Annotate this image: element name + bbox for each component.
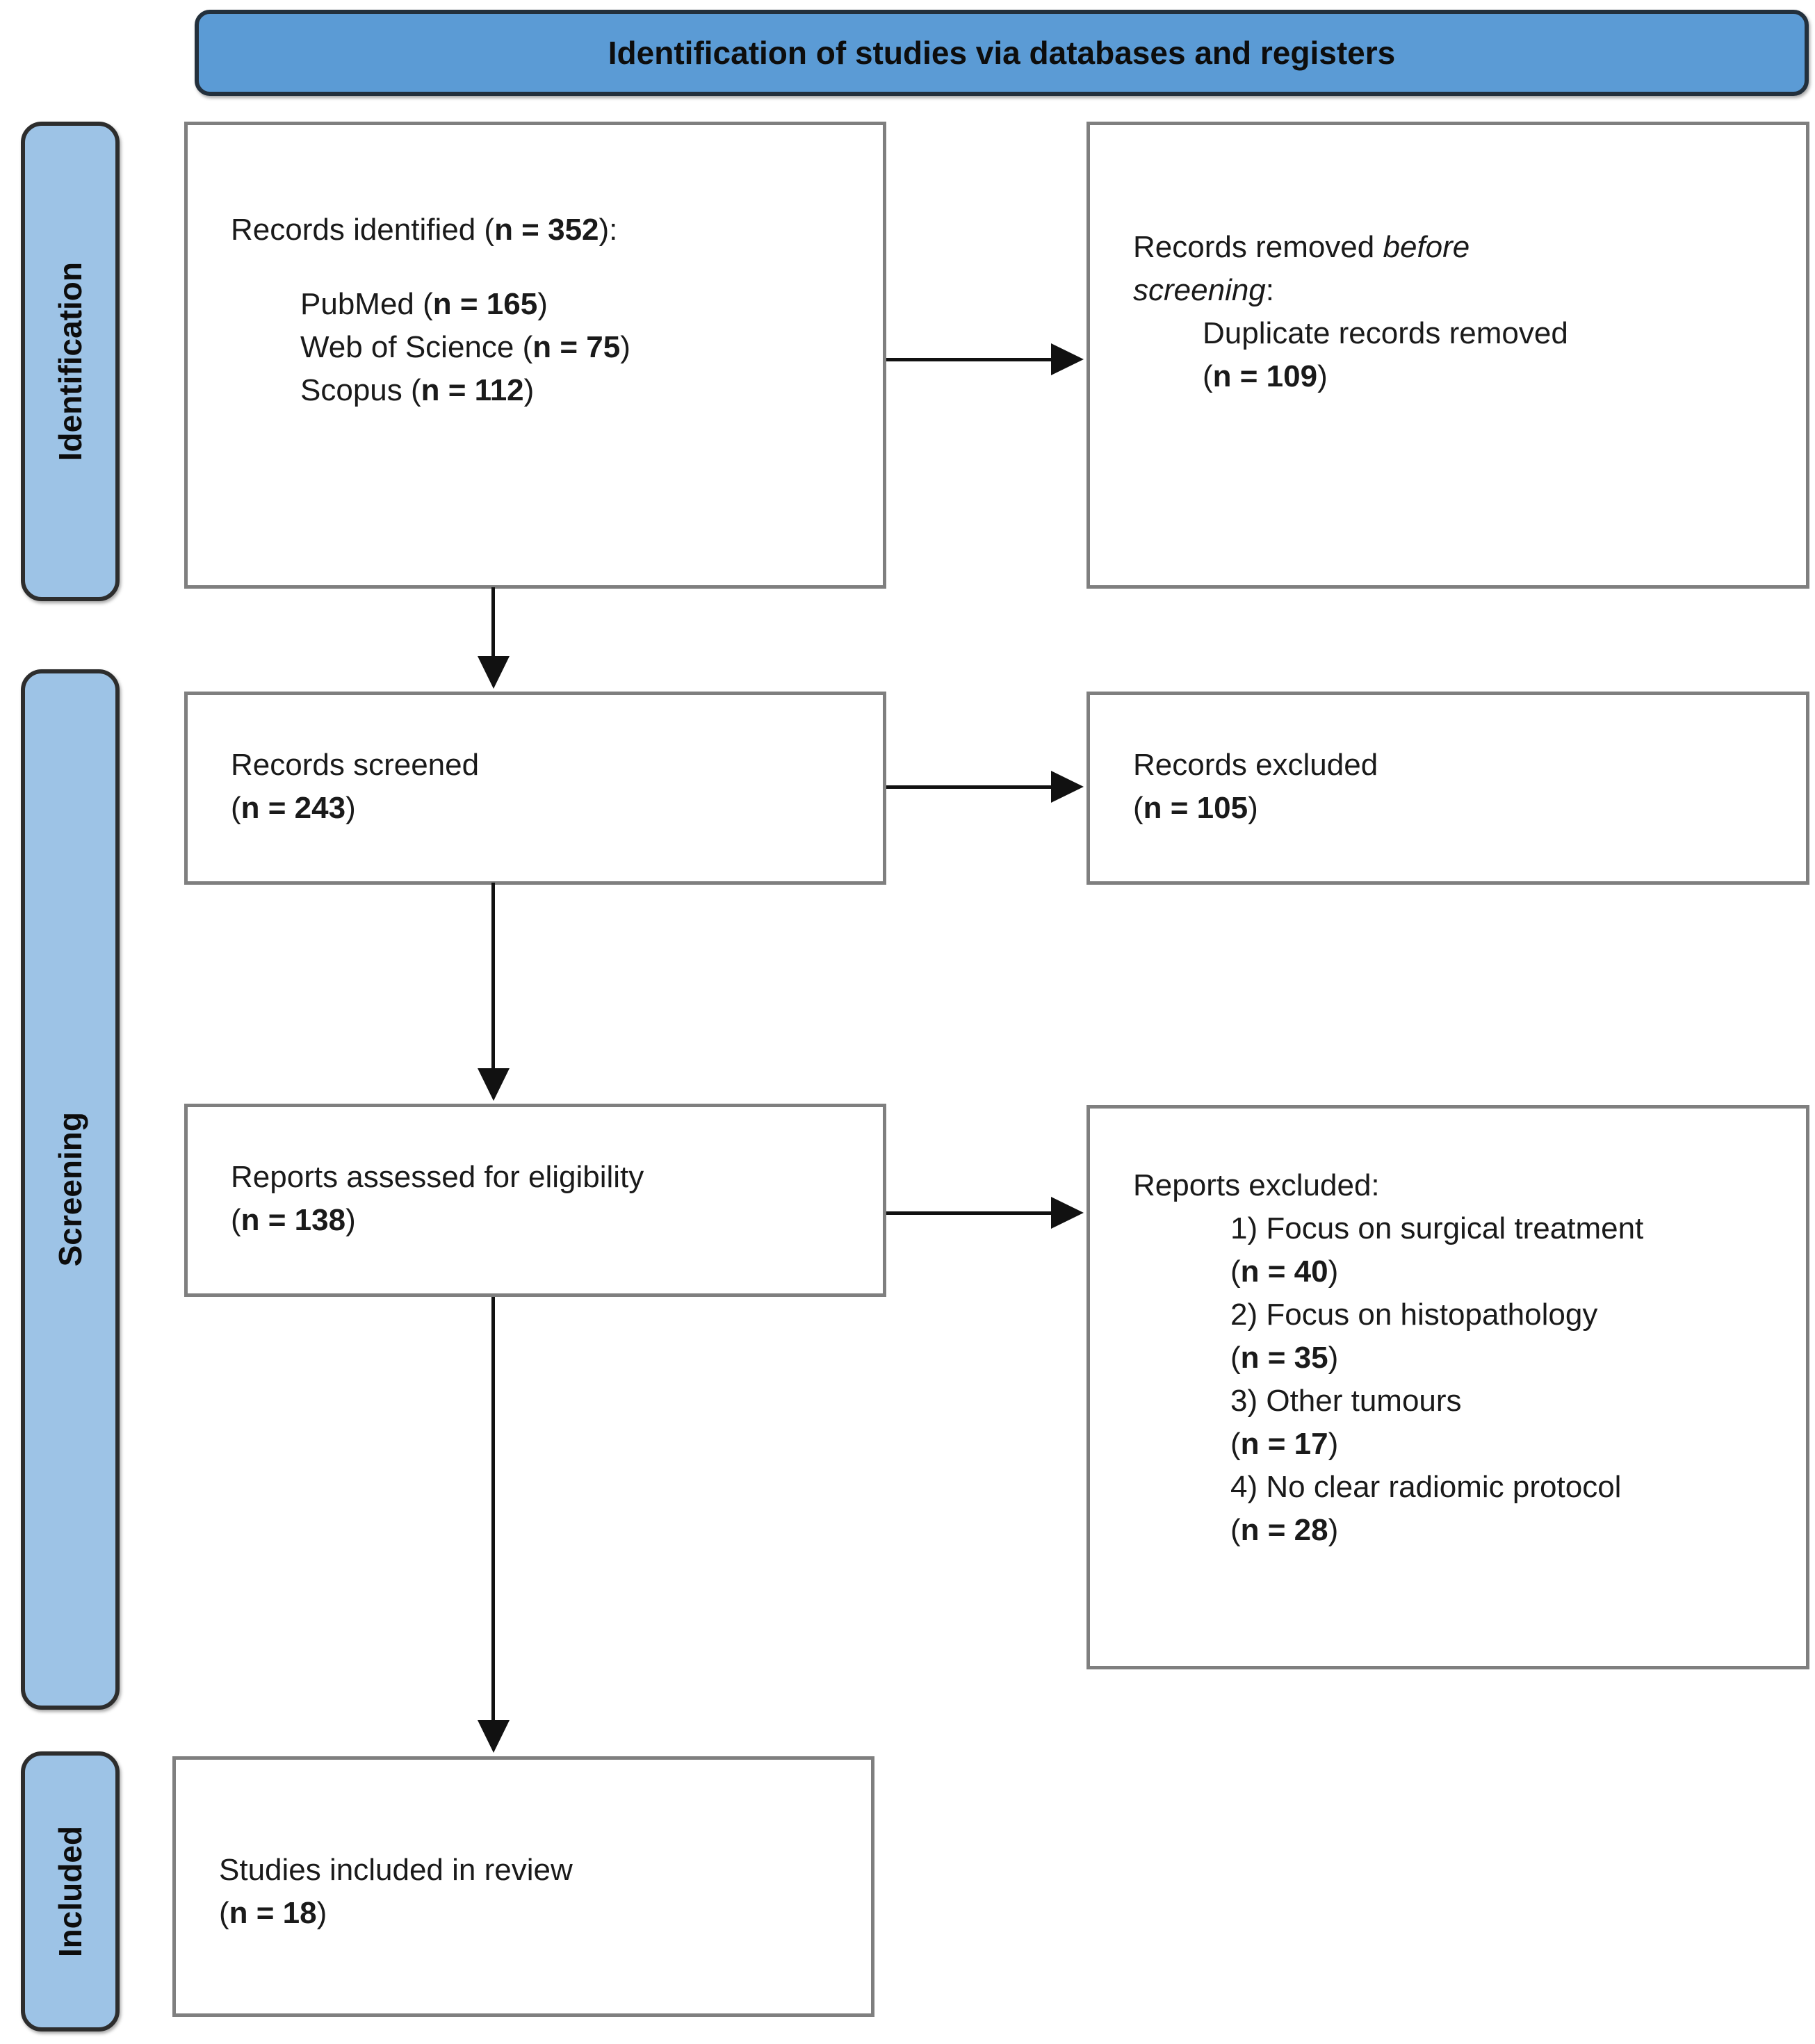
source-scopus: Scopus (n = 112) <box>300 373 535 407</box>
exclusion-reason-3: 3) Other tumours <box>1230 1384 1462 1418</box>
exclusion-reason-2-count: (n = 35) <box>1230 1341 1339 1375</box>
arrow-identified-to-removed-line <box>886 358 1053 361</box>
reports-assessed-title: Reports assessed for eligibility <box>231 1160 644 1194</box>
source-web-of-science: Web of Science (n = 75) <box>300 330 630 364</box>
arrow-assessed-to-included-head <box>478 1720 510 1753</box>
reports-excluded-title: Reports excluded: <box>1133 1168 1380 1202</box>
records-identified-box: Records identified (n = 352): PubMed (n … <box>184 122 886 589</box>
stage-label-included-text: Included <box>52 1825 88 1958</box>
exclusion-reason-1: 1) Focus on surgical treatment <box>1230 1211 1644 1245</box>
studies-included-count: (n = 18) <box>219 1896 327 1930</box>
reports-excluded-box: Reports excluded: 1) Focus on surgical t… <box>1086 1105 1809 1669</box>
records-excluded-box: Records excluded (n = 105) <box>1086 692 1809 885</box>
exclusion-reason-1-count: (n = 40) <box>1230 1254 1339 1289</box>
exclusion-reason-4-count: (n = 28) <box>1230 1513 1339 1547</box>
arrow-assessed-to-included-line <box>491 1297 495 1722</box>
arrow-screened-to-excluded-head <box>1051 771 1084 803</box>
stage-label-screening-text: Screening <box>52 1112 88 1267</box>
exclusion-reason-4: 4) No clear radiomic protocol <box>1230 1470 1622 1504</box>
stage-label-included: Included <box>21 1751 120 2031</box>
stage-label-identification: Identification <box>21 122 120 601</box>
duplicate-records-line: Duplicate records removed <box>1203 316 1568 350</box>
exclusion-reason-3-count: (n = 17) <box>1230 1427 1339 1461</box>
records-screened-count: (n = 243) <box>231 791 356 825</box>
reports-assessed-box: Reports assessed for eligibility (n = 13… <box>184 1104 886 1297</box>
records-screened-box: Records screened (n = 243) <box>184 692 886 885</box>
duplicate-records-count: (n = 109) <box>1203 359 1328 393</box>
arrow-screened-to-assessed-head <box>478 1068 510 1101</box>
spacer <box>231 252 845 283</box>
arrow-screened-to-excluded-line <box>886 785 1053 789</box>
stage-label-screening: Screening <box>21 669 120 1710</box>
studies-included-title: Studies included in review <box>219 1853 573 1887</box>
stage-label-identification-text: Identification <box>52 261 88 461</box>
source-pubmed: PubMed (n = 165) <box>300 287 548 321</box>
header-banner: Identification of studies via databases … <box>195 10 1809 96</box>
records-excluded-count: (n = 105) <box>1133 791 1258 825</box>
records-screened-title: Records screened <box>231 748 480 782</box>
records-identified-title: Records identified (n = 352): <box>231 213 618 247</box>
header-title: Identification of studies via databases … <box>608 35 1396 71</box>
arrow-identified-to-screened-line <box>491 587 495 658</box>
exclusion-reason-2: 2) Focus on histopathology <box>1230 1298 1598 1332</box>
arrow-identified-to-screened-head <box>478 656 510 689</box>
arrow-assessed-to-reports-excluded-line <box>886 1211 1053 1215</box>
arrow-identified-to-removed-head <box>1051 343 1084 375</box>
records-excluded-title: Records excluded <box>1133 748 1378 782</box>
arrow-screened-to-assessed-line <box>491 883 495 1070</box>
studies-included-box: Studies included in review (n = 18) <box>172 1756 874 2017</box>
reports-assessed-count: (n = 138) <box>231 1203 356 1237</box>
arrow-assessed-to-reports-excluded-head <box>1051 1197 1084 1229</box>
